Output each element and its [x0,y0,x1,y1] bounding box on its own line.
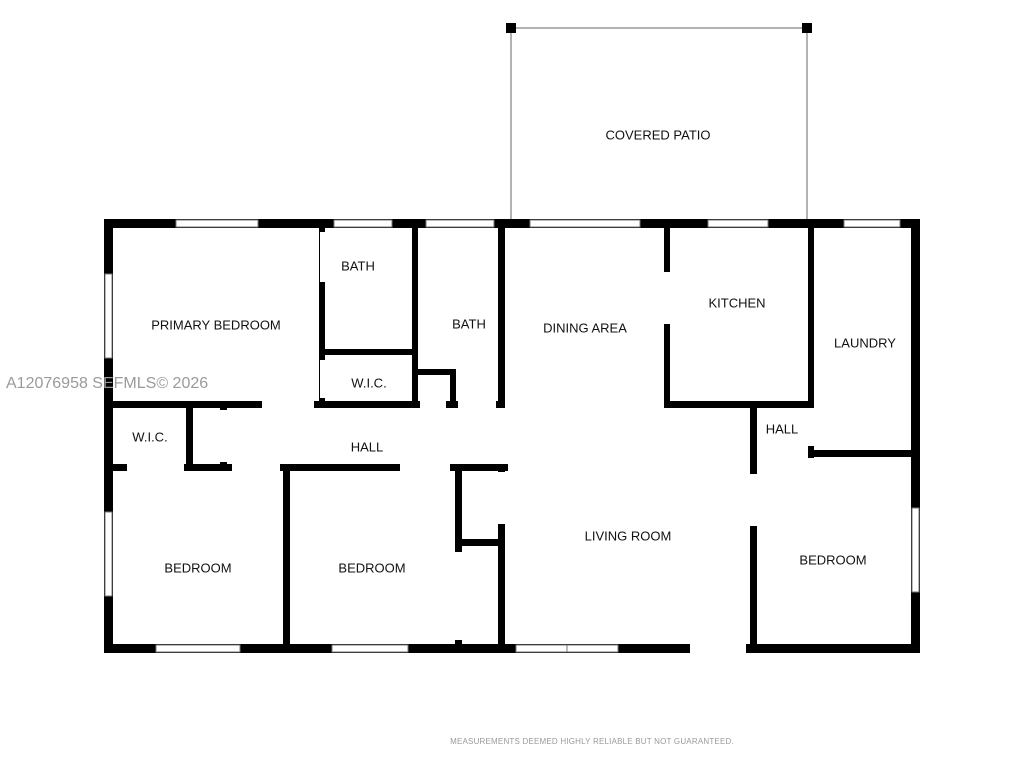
room-label-wic: W.I.C. [351,375,386,390]
room-label-wic: W.I.C. [132,429,167,444]
room-label-bedroom: BEDROOM [164,560,231,575]
windows [104,219,920,653]
room-label-living-room: LIVING ROOM [585,528,672,543]
room-label-primary-bedroom: PRIMARY BEDROOM [151,317,281,332]
room-label-laundry: LAUNDRY [834,335,896,350]
patio-post-right [802,23,812,33]
room-label-bath: BATH [341,258,375,273]
room-label-hall: HALL [766,421,799,436]
room-label-covered-patio: COVERED PATIO [606,127,711,142]
door-openings [127,232,816,654]
room-label-kitchen: KITCHEN [708,295,765,310]
room-label-dining-area: DINING AREA [543,320,627,335]
disclaimer-text: MEASUREMENTS DEEMED HIGHLY RELIABLE BUT … [450,737,734,746]
room-label-hall: HALL [351,439,384,454]
watermark-text: A12076958 SEFMLS© 2026 [6,375,208,392]
room-label-bedroom: BEDROOM [338,560,405,575]
exterior-walls [104,219,920,653]
patio-post-left [506,23,516,33]
room-label-bath: BATH [452,316,486,331]
covered-patio-outline [506,23,812,222]
room-label-bedroom: BEDROOM [799,552,866,567]
